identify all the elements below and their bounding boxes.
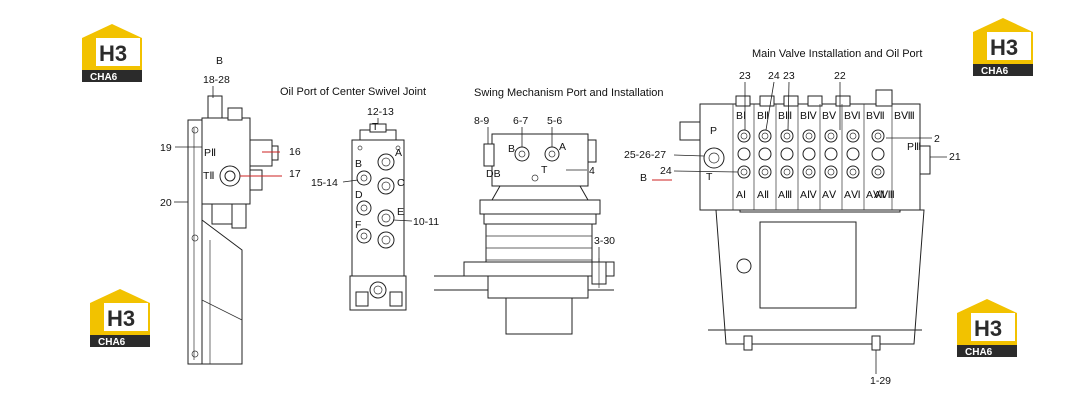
logo-bottom-left: H3 CHA6 xyxy=(90,289,150,348)
valve-port-a5: AⅤ xyxy=(822,189,837,201)
label-1-29: 1-29 xyxy=(870,375,891,387)
swivel-port-b: B xyxy=(355,158,362,170)
logo-text: CHA6 xyxy=(98,337,126,348)
valve-port-a7: AⅦ xyxy=(866,189,885,201)
swivel-port-d: D xyxy=(355,189,363,201)
label-24-left: 24 xyxy=(660,165,672,177)
valve-port-a6: AⅥ xyxy=(844,189,861,201)
logo-top-right: H3 CHA6 xyxy=(973,18,1033,77)
label-3-30: 3-30 xyxy=(594,235,615,247)
swivel-port-e: E xyxy=(397,206,404,218)
label-view-b: B xyxy=(216,55,223,67)
swivel-port-a: A xyxy=(395,147,402,159)
label-24-top: 24 xyxy=(768,70,780,82)
valve-port-b8: BⅧ xyxy=(894,110,915,122)
valve-port-b5: BⅤ xyxy=(822,110,837,122)
valve-port-a4: AⅣ xyxy=(800,189,818,201)
valve-port-a3: AⅢ xyxy=(778,189,792,201)
logo-mark: H3 xyxy=(974,316,1002,341)
label-25-26-27: 25-26-27 xyxy=(624,149,666,161)
swivel-port-t: T xyxy=(372,121,379,133)
main-valve-assembly: BⅠ BⅡ BⅢ BⅣ BⅤ BⅥ BⅦ BⅧ AⅠ AⅡ AⅢ AⅣ AⅤ A… xyxy=(624,70,961,387)
label-19: 19 xyxy=(160,142,172,154)
valve-port-t: T xyxy=(706,171,713,183)
swing-port-a: A xyxy=(559,141,566,153)
label-10-11: 10-11 xyxy=(413,216,439,228)
logo-text: CHA6 xyxy=(981,66,1009,77)
title-swing-mechanism: Swing Mechanism Port and Installation xyxy=(474,87,664,99)
valve-port-a8: AⅧ xyxy=(874,189,895,201)
logo-text: CHA6 xyxy=(90,72,118,83)
label-8-9: 8-9 xyxy=(474,115,489,127)
logo-bottom-right: H3 CHA6 xyxy=(957,299,1017,358)
label-15-14: 15-14 xyxy=(311,177,338,189)
label-16: 16 xyxy=(289,146,301,158)
label-4: 4 xyxy=(589,165,595,177)
logo-mark: H3 xyxy=(990,35,1018,60)
logo-top-left: H3 CHA6 xyxy=(82,24,142,83)
valve-port-a2: AⅡ xyxy=(757,189,769,201)
valve-port-p3: PⅢ xyxy=(907,141,921,153)
label-17: 17 xyxy=(289,168,301,180)
valve-port-b4: BⅣ xyxy=(800,110,818,122)
label-2: 2 xyxy=(934,133,940,145)
valve-port-b3: BⅢ xyxy=(778,110,792,122)
label-21: 21 xyxy=(949,151,961,163)
label-20: 20 xyxy=(160,197,172,209)
swivel-port-f: F xyxy=(355,219,361,231)
port-t2: TⅡ xyxy=(203,170,215,182)
swing-port-b: B xyxy=(508,143,515,155)
valve-port-a1: AⅠ xyxy=(736,189,746,201)
swing-mechanism: B A DB T 8-9 6-7 5-6 4 3-30 xyxy=(434,115,615,335)
swivel-port-c: C xyxy=(397,177,405,189)
valve-port-b7: BⅦ xyxy=(866,110,885,122)
label-6-7: 6-7 xyxy=(513,115,528,127)
port-p2: PⅡ xyxy=(204,147,216,159)
swing-port-t: T xyxy=(541,164,548,176)
valve-port-p: P xyxy=(710,125,717,137)
swivel-joint: T A B C D E F 12-13 15-14 10-11 xyxy=(311,106,439,311)
label-23-right: 23 xyxy=(783,70,795,82)
swing-port-db: DB xyxy=(486,168,501,180)
title-center-swivel: Oil Port of Center Swivel Joint xyxy=(280,86,426,98)
label-18-28: 18-28 xyxy=(203,74,230,86)
title-main-valve: Main Valve Installation and Oil Port xyxy=(752,48,922,60)
left-valve-assembly: B 18-28 19 PⅡ 16 TⅡ 17 20 xyxy=(160,55,301,365)
valve-port-b6: BⅥ xyxy=(844,110,861,122)
label-22: 22 xyxy=(834,70,846,82)
valve-port-b1: BⅠ xyxy=(736,110,746,122)
valve-port-b2: BⅡ xyxy=(757,110,769,122)
logo-text: CHA6 xyxy=(965,347,993,358)
logo-mark: H3 xyxy=(107,306,135,331)
valve-view-b: B xyxy=(640,172,647,184)
label-12-13: 12-13 xyxy=(367,106,394,118)
label-5-6: 5-6 xyxy=(547,115,562,127)
label-23-left: 23 xyxy=(739,70,751,82)
logo-mark: H3 xyxy=(99,41,127,66)
